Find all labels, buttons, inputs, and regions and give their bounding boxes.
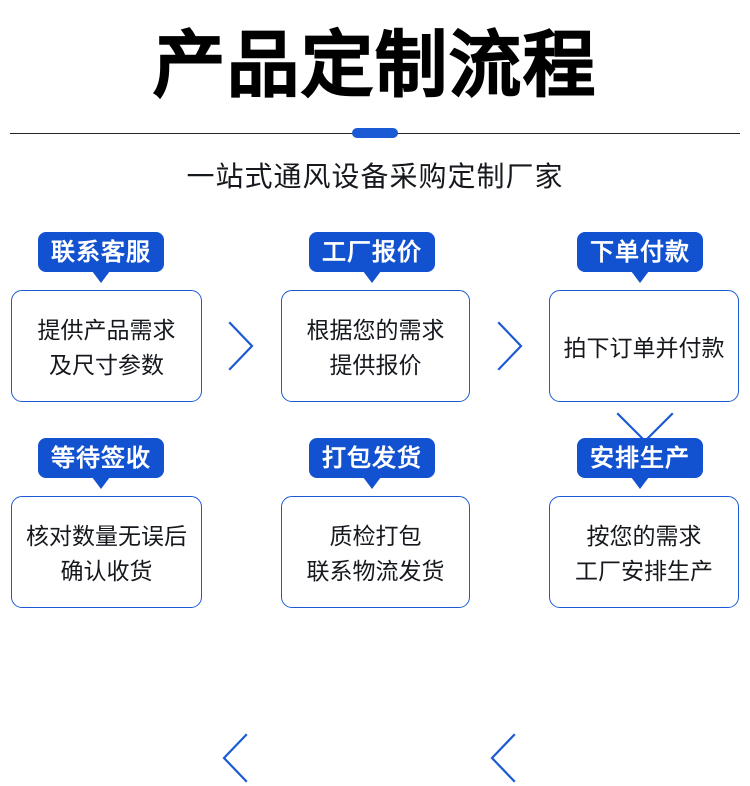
chevron-left-icon	[218, 730, 252, 786]
step-badge-pack-ship[interactable]: 打包发货	[309, 438, 435, 489]
page-title: 产品定制流程	[152, 22, 597, 107]
page-subtitle: 一站式通风设备采购定制厂家	[186, 160, 564, 193]
step-card-body: 质检打包 联系物流发货	[282, 497, 469, 607]
step-card-line: 提供报价	[329, 353, 422, 379]
step-card-line: 联系物流发货	[306, 559, 445, 585]
step-card-line: 及尺寸参数	[49, 353, 164, 379]
step-card-line: 确认收货	[60, 559, 153, 585]
step-badge-contact-service[interactable]: 联系客服	[38, 232, 164, 283]
chevron-left-icon	[486, 730, 520, 786]
page-header: 产品定制流程 一站式通风设备采购定制厂家	[0, 0, 750, 210]
step-card-await-signature[interactable]: 核对数量无误后 确认收货	[11, 496, 202, 608]
step-card-line: 核对数量无误后	[26, 524, 187, 550]
process-flow-diagram: 提供产品需求 及尺寸参数 联系客服 根据您的需求 提供报价 工厂报价 拍下订单并…	[0, 210, 750, 783]
step-card-body: 根据您的需求 提供报价	[282, 291, 469, 401]
step-badge-place-order-payment[interactable]: 下单付款	[577, 232, 703, 283]
step-card-line: 工厂安排生产	[575, 559, 713, 585]
chevron-right-icon	[493, 318, 527, 374]
step-card-place-order-payment[interactable]: 拍下订单并付款	[549, 290, 739, 402]
step-card-line: 按您的需求	[586, 524, 702, 550]
step-card-body: 拍下订单并付款	[550, 291, 738, 401]
step-card-line: 拍下订单并付款	[563, 335, 725, 362]
step-card-arrange-production[interactable]: 按您的需求 工厂安排生产	[549, 496, 739, 608]
flow-row-top: 提供产品需求 及尺寸参数 联系客服 根据您的需求 提供报价 工厂报价 拍下订单并…	[0, 232, 750, 443]
step-card-body: 核对数量无误后 确认收货	[12, 497, 201, 607]
step-badge-arrange-production[interactable]: 安排生产	[577, 438, 703, 489]
divider-accent-pill	[352, 128, 398, 138]
chevron-right-icon	[224, 318, 258, 374]
step-card-line: 提供产品需求	[37, 318, 176, 344]
step-badge-await-signature[interactable]: 等待签收	[38, 438, 164, 489]
step-card-factory-quote[interactable]: 根据您的需求 提供报价	[281, 290, 470, 402]
step-card-line: 根据您的需求	[306, 318, 445, 344]
step-card-line: 质检打包	[329, 524, 422, 550]
step-badge-factory-quote[interactable]: 工厂报价	[309, 232, 435, 283]
title-divider	[0, 128, 750, 140]
step-card-contact-service[interactable]: 提供产品需求 及尺寸参数	[11, 290, 202, 402]
step-card-body: 按您的需求 工厂安排生产	[550, 497, 738, 607]
step-card-body: 提供产品需求 及尺寸参数	[12, 291, 201, 401]
step-card-pack-ship[interactable]: 质检打包 联系物流发货	[281, 496, 470, 608]
flow-row-bottom: 核对数量无误后 确认收货 等待签收 质检打包 联系物流发货 打包发货 按您的需求…	[0, 438, 750, 783]
